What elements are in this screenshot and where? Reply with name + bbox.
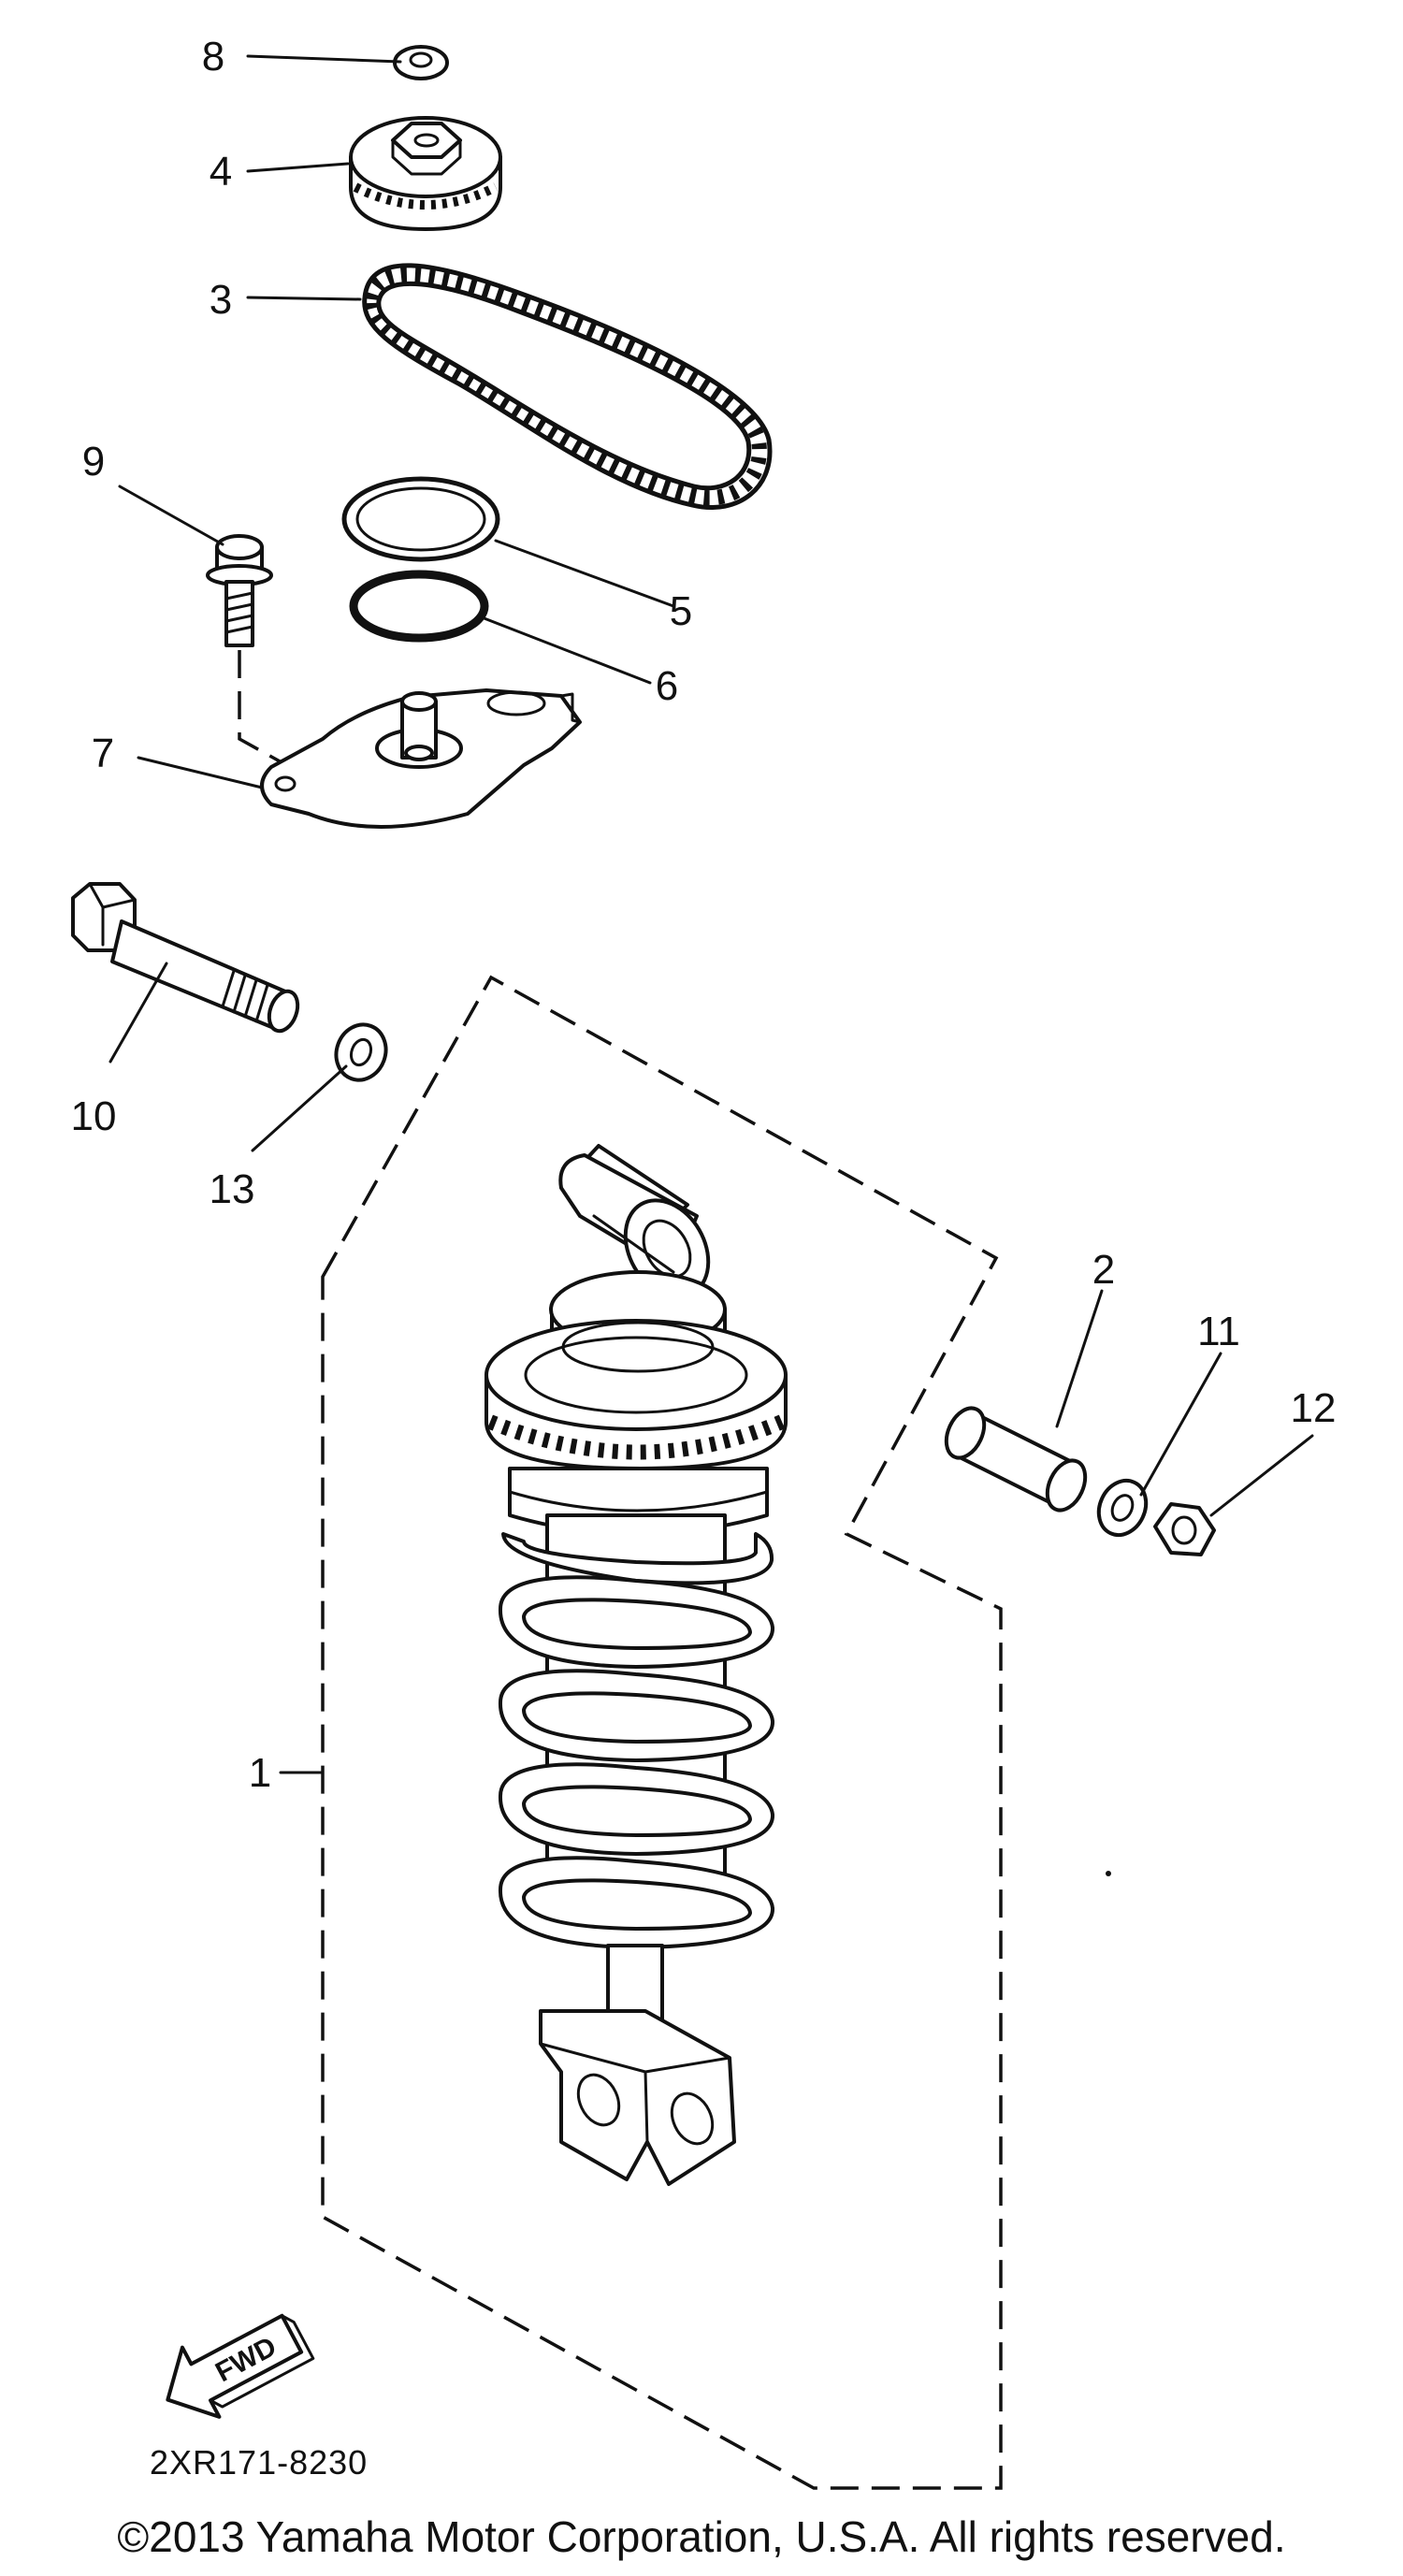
part-2-collar [944, 1406, 1088, 1512]
forward-direction-arrow: FWD [166, 2313, 315, 2419]
callout-1: 1 [249, 1750, 271, 1796]
callout-11: 11 [1197, 1309, 1240, 1354]
part-5-seal [341, 476, 500, 562]
part-7-bracket [260, 688, 582, 829]
part-8-nut [393, 45, 449, 80]
assembly-boundary [321, 975, 1003, 2490]
part-6-o-ring [349, 570, 489, 643]
callout-3: 3 [210, 277, 232, 323]
leader-lines [108, 54, 1314, 1774]
part-12-nut [1153, 1502, 1216, 1556]
part-11-washer [1096, 1478, 1149, 1538]
callout-10: 10 [71, 1093, 117, 1139]
coil-spring [498, 1532, 775, 1949]
part-1-shock-absorber [485, 1144, 788, 2186]
part-13-washer [334, 1022, 388, 1082]
callout-7: 7 [92, 731, 114, 776]
part-4-pulley [349, 116, 502, 231]
part-9-bolt [206, 534, 291, 769]
callout-13: 13 [210, 1166, 255, 1212]
callout-12: 12 [1291, 1385, 1337, 1431]
callout-2: 2 [1092, 1247, 1115, 1293]
callout-4: 4 [210, 149, 232, 195]
copyright-notice: ©2013 Yamaha Motor Corporation, U.S.A. A… [117, 2512, 1285, 2561]
part-10-bolt [71, 882, 300, 1034]
part-3-timing-belt [362, 263, 773, 511]
callout-6: 6 [656, 663, 678, 709]
stray-mark [1106, 1871, 1111, 1876]
drawing-code: 2XR171-8230 [150, 2443, 368, 2482]
callout-8: 8 [202, 34, 224, 80]
callout-5: 5 [670, 588, 692, 634]
callout-9: 9 [82, 439, 105, 485]
callout-labels: 8 4 3 9 5 6 7 10 13 2 11 12 1 [71, 34, 1337, 1796]
